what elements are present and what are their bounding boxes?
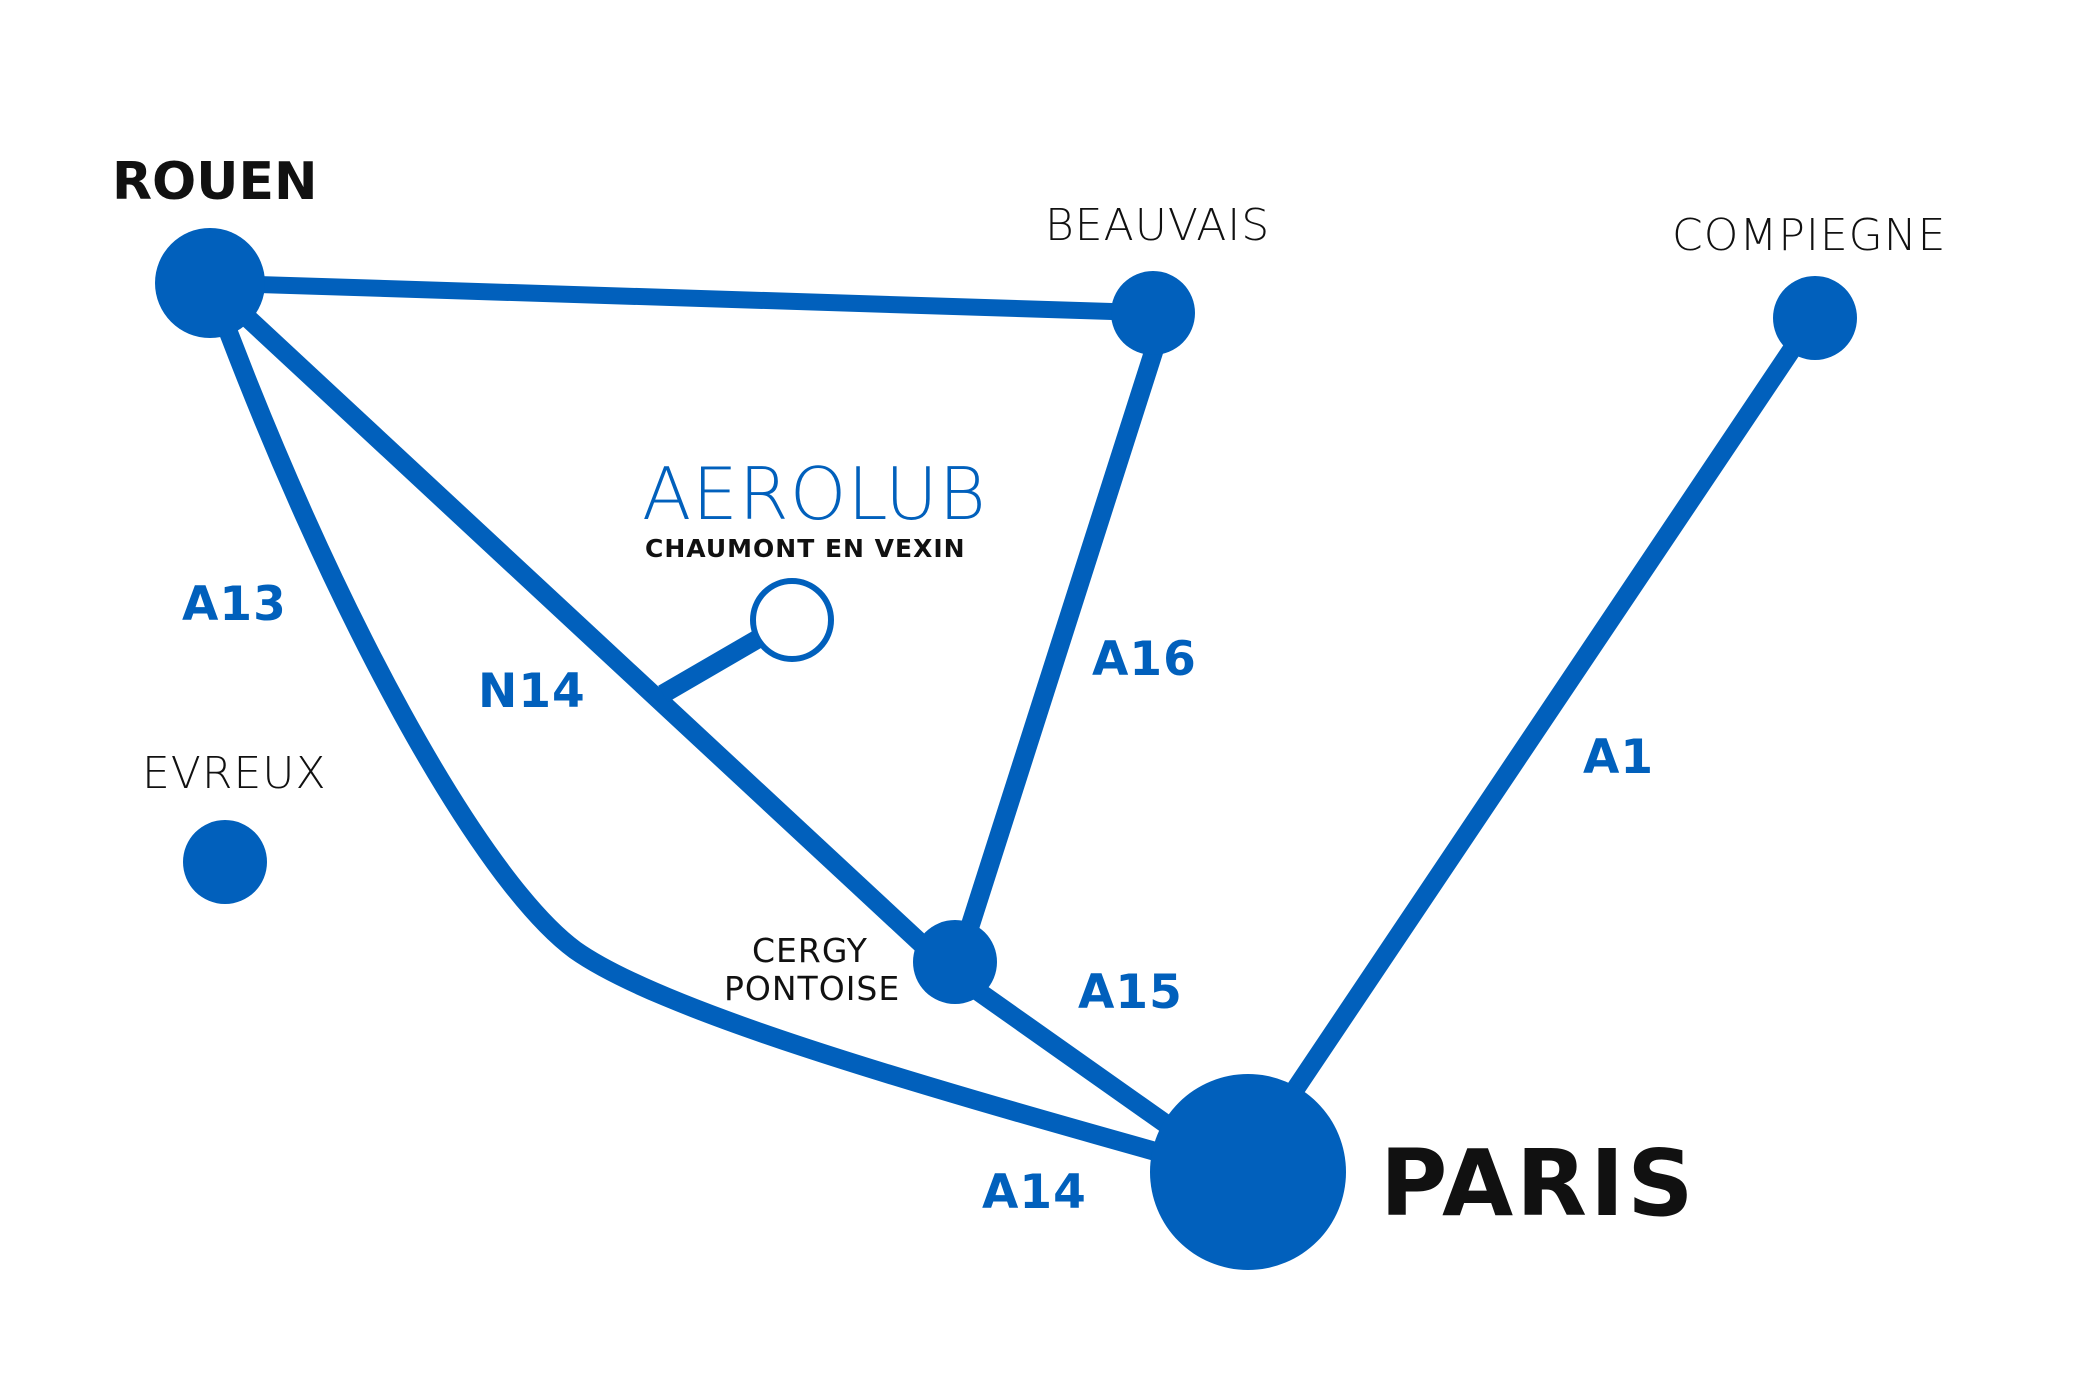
road-a13 xyxy=(201,279,1171,1165)
road-n14 xyxy=(203,276,962,982)
city-label-cergy: CERGY xyxy=(752,931,868,970)
rouen-node xyxy=(155,228,265,338)
road-label-a16: A16 xyxy=(1092,632,1197,687)
road-a1 xyxy=(1270,309,1823,1121)
city-label-paris: PARIS xyxy=(1380,1130,1697,1237)
evreux-node xyxy=(183,820,267,904)
road-label-n14: N14 xyxy=(478,664,586,719)
brand-location: CHAUMONT EN VEXIN xyxy=(645,534,966,563)
aerolub-marker xyxy=(750,578,834,662)
city-label-beauvais: BEAUVAIS xyxy=(1045,200,1270,251)
road-label-a1: A1 xyxy=(1583,730,1654,785)
city-nodes xyxy=(155,228,1857,1270)
paris-node xyxy=(1150,1074,1346,1270)
road-label-a13: A13 xyxy=(182,577,287,632)
road-label-a14: A14 xyxy=(982,1165,1087,1220)
road-a16 xyxy=(954,335,1168,948)
road-a15 xyxy=(949,967,1206,1156)
city-label-pontoise: PONTOISE xyxy=(724,969,900,1008)
road-label-a15: A15 xyxy=(1078,965,1183,1020)
beauvais-node xyxy=(1111,271,1195,355)
roads xyxy=(201,274,1823,1165)
compiegne-node xyxy=(1773,276,1857,360)
city-label-rouen: ROUEN xyxy=(112,152,318,212)
brand-name: AEROLUB xyxy=(642,452,987,536)
city-label-compiegne: COMPIEGNE xyxy=(1672,210,1946,261)
road-rouen-beauvais xyxy=(209,274,1161,322)
cergy-node xyxy=(913,920,997,1004)
city-label-evreux: EVREUX xyxy=(142,748,327,799)
